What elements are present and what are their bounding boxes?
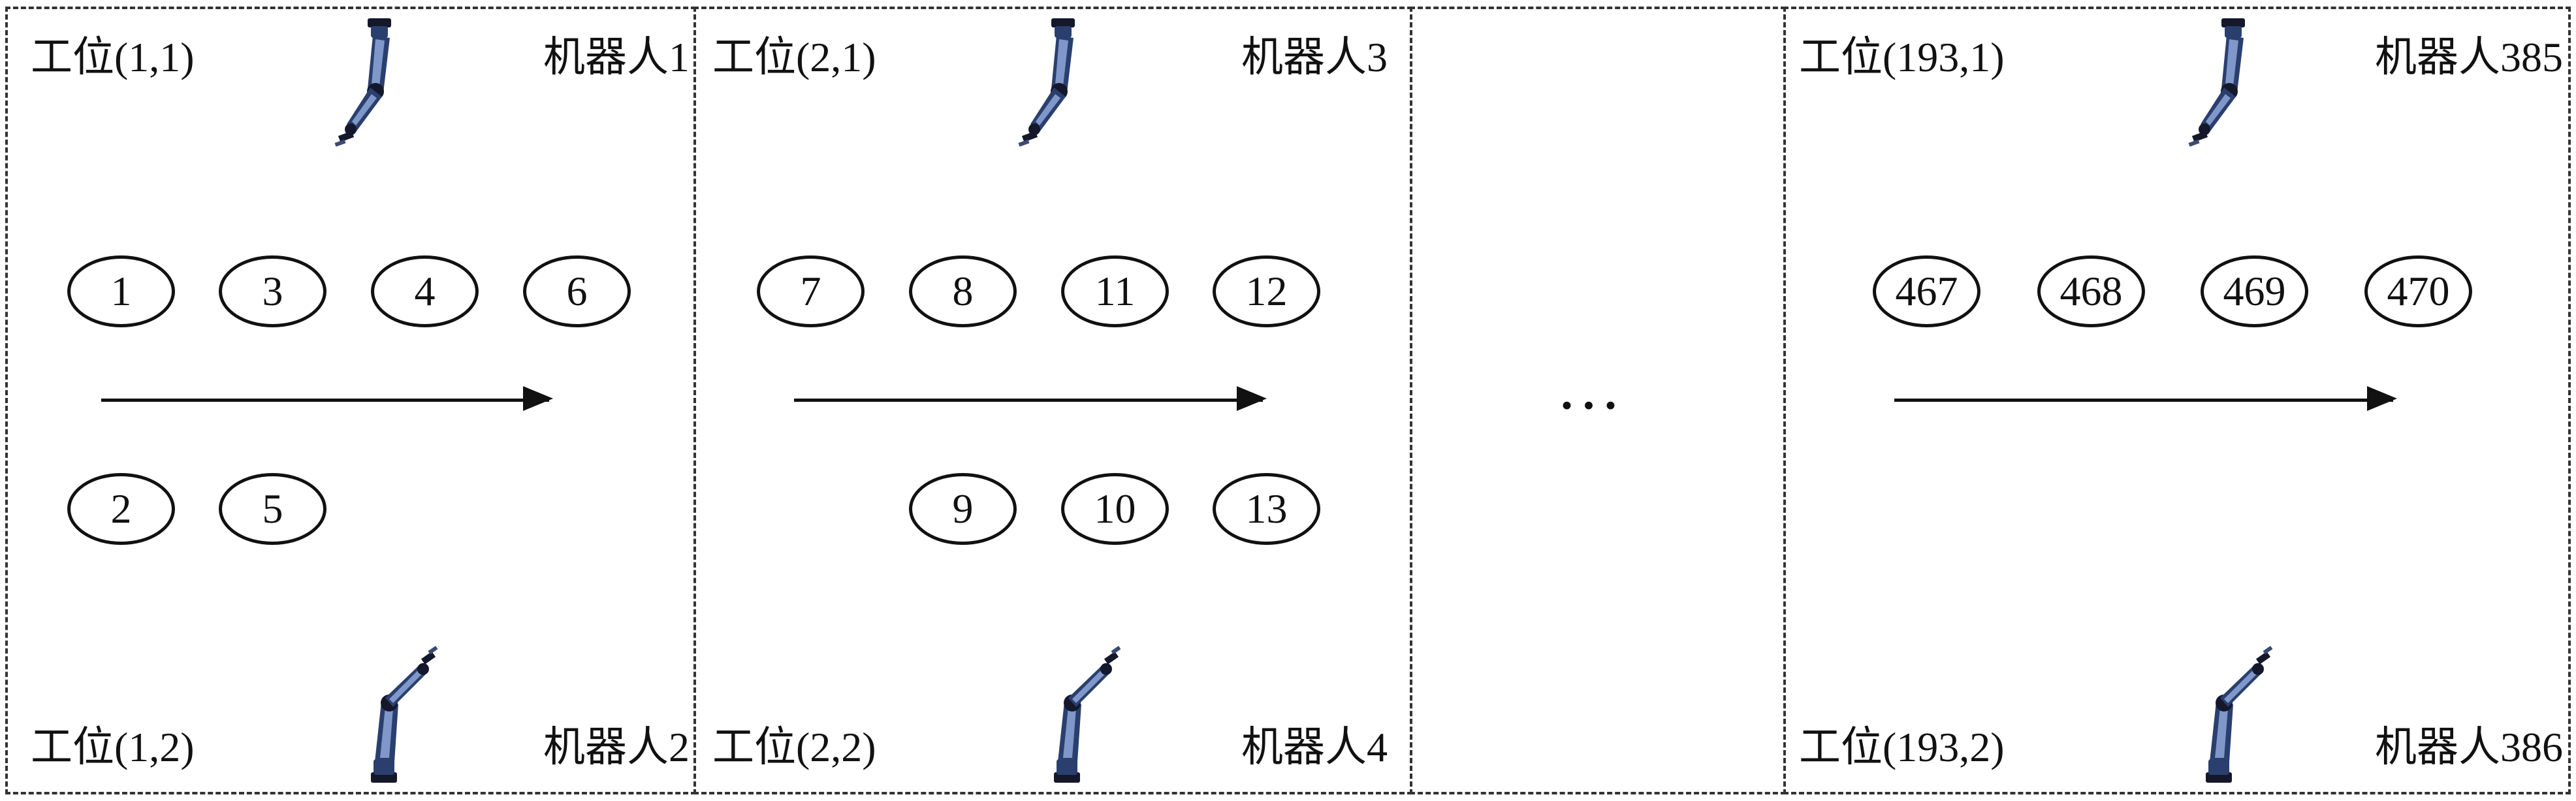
- station-label-bottom: 工位(2,2): [712, 724, 876, 770]
- station-label-top: 工位(2,1): [712, 34, 876, 80]
- part-node: 468: [2037, 255, 2145, 327]
- robot-arm-icon: [334, 18, 391, 147]
- robot-arm-icon: [2188, 18, 2245, 147]
- part-node: 6: [523, 255, 631, 327]
- station-label-top: 工位(1,1): [31, 34, 195, 80]
- robot-label-top: 机器人385: [2375, 34, 2563, 80]
- flow-arrow: [794, 386, 1267, 411]
- robot-label-bottom: 机器人4: [1241, 724, 1388, 770]
- station-panel-2: 工位(2,1) 机器人3 工位(2,2) 机器人4 7 8 11 12 9 10…: [693, 7, 1412, 794]
- robot-label-bottom: 机器人2: [543, 724, 690, 770]
- station-label-bottom: 工位(193,2): [1799, 724, 2005, 770]
- flow-arrow: [101, 386, 553, 411]
- part-node: 11: [1061, 255, 1169, 327]
- robot-arm-icon: [371, 646, 438, 783]
- part-node: 7: [757, 255, 865, 327]
- station-panel-1: 工位(1,1) 机器人1 工位(1,2) 机器人2 1 3 4 6 2 5: [5, 7, 696, 794]
- part-node: 1: [67, 255, 175, 327]
- robot-label-top: 机器人1: [543, 34, 690, 80]
- part-node: 9: [909, 473, 1017, 545]
- part-node: 469: [2201, 255, 2308, 327]
- robot-arm-icon: [1054, 646, 1121, 783]
- station-label-top: 工位(193,1): [1799, 34, 2005, 80]
- part-node: 3: [219, 255, 326, 327]
- robot-label-top: 机器人3: [1241, 34, 1388, 80]
- part-node: 4: [371, 255, 479, 327]
- robot-label-bottom: 机器人386: [2375, 724, 2563, 770]
- part-node: 5: [219, 473, 326, 545]
- ellipsis-panel: …: [1410, 7, 1786, 794]
- station-panel-193: 工位(193,1) 机器人385 工位(193,2) 机器人386 467 46…: [1783, 7, 2571, 794]
- part-node: 2: [67, 473, 175, 545]
- ellipsis: …: [1556, 350, 1624, 423]
- robot-arm-icon: [2206, 646, 2273, 783]
- flow-arrow: [1894, 386, 2397, 411]
- station-label-bottom: 工位(1,2): [31, 724, 195, 770]
- part-node: 12: [1213, 255, 1320, 327]
- part-node: 8: [909, 255, 1017, 327]
- part-node: 467: [1873, 255, 1980, 327]
- robot-arm-icon: [1018, 18, 1075, 147]
- part-node: 470: [2364, 255, 2472, 327]
- part-node: 13: [1213, 473, 1320, 545]
- part-node: 10: [1061, 473, 1169, 545]
